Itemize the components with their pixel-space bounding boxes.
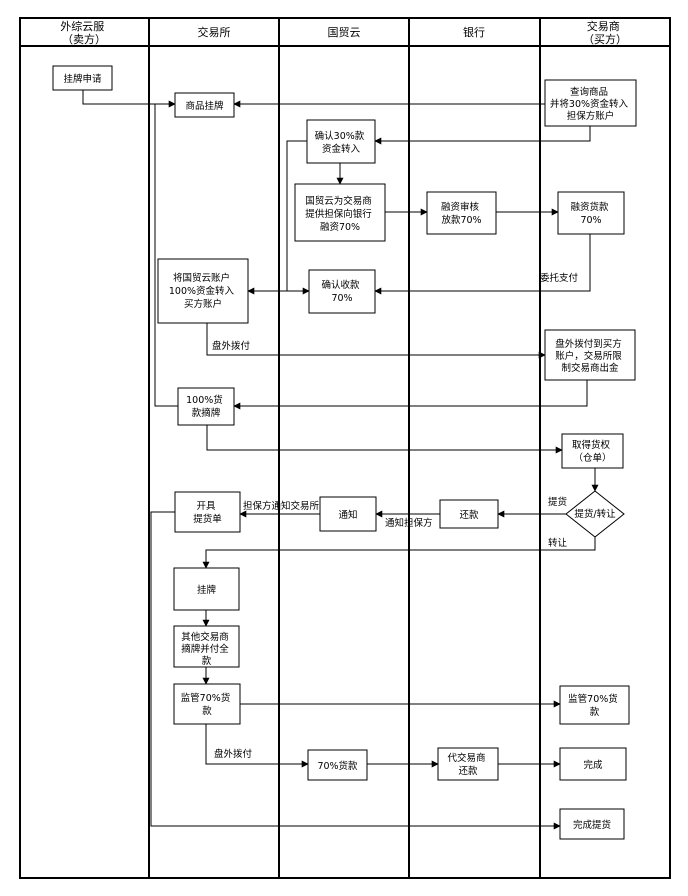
edge-pickup-to-done-pickup	[150, 511, 561, 830]
node-complete[interactable]: 完成	[559, 747, 627, 781]
svg-text:还款: 还款	[459, 509, 479, 521]
node-confirm-30[interactable]: 确认30%款 资金转入	[306, 119, 376, 164]
node-transfer-100[interactable]: 将国贸云账户 100%资金转入 买方账户	[157, 258, 249, 324]
edge-label-pickup: 提货	[548, 496, 567, 508]
swimlane-frame	[19, 17, 671, 879]
edge-transfer-to-offline	[206, 323, 546, 359]
node-bank-repay[interactable]: 代交易商 还款	[437, 747, 499, 781]
svg-text:盘外拨付到买方 账户，交易所限: 盘外拨付到买方 账户，交易所限 制交易商出金	[555, 338, 625, 374]
node-goods-listing[interactable]: 商品挂牌	[174, 92, 235, 118]
svg-text:挂牌: 挂牌	[197, 584, 217, 596]
connectors	[82, 90, 599, 830]
lane-header-guotrade: 国贸云	[328, 26, 361, 39]
edge-label-notify-exchange: 担保方通知交易所	[243, 500, 320, 512]
lane-headers: 外综云服 （卖方） 交易所 国贸云 银行 交易商 （买方）	[60, 19, 627, 46]
edge-decision-to-relist	[202, 536, 596, 569]
node-pickup-transfer-decision[interactable]: 提货/转让	[565, 490, 625, 538]
edge-labels: 委托支付 盘外拨付 提货 转让 担保方通知交易所 通知担保方 盘外拨付	[212, 272, 579, 760]
svg-text:70%货款: 70%货款	[317, 760, 358, 772]
edge-label-offline-pay: 盘外拨付	[212, 340, 251, 352]
edge-label-transfer: 转让	[548, 537, 568, 549]
node-query-goods[interactable]: 查询商品 并将30%资金转入 担保方账户	[544, 79, 637, 127]
svg-text:将国贸云账户 100%资金转入: 将国贸云账户 100%资金转入 买方账户	[169, 272, 237, 310]
node-guarantee-financing[interactable]: 国贸云为交易商 提供担保向银行 融资70%	[294, 183, 386, 242]
node-finance-payment[interactable]: 融资货款 70%	[557, 191, 625, 235]
edge-apply-to-list	[82, 90, 176, 108]
svg-text:融资审核 放款70%: 融资审核 放款70%	[441, 201, 482, 226]
frame-border	[19, 17, 671, 879]
node-notify[interactable]: 通知	[319, 496, 377, 532]
edge-label-entrust: 委托支付	[540, 272, 579, 284]
svg-text:完成: 完成	[583, 759, 603, 771]
svg-text:取得货权 （仓单）: 取得货权 （仓单）	[572, 439, 613, 464]
lane-header-buyer: 交易商 （买方）	[583, 19, 627, 46]
edge-offline-to-delist	[233, 380, 588, 410]
lane-header-exchange: 交易所	[198, 25, 231, 39]
svg-text:开具 提货单: 开具 提货单	[193, 501, 222, 525]
edge-delist-to-getright	[206, 425, 563, 454]
svg-text:通知: 通知	[338, 509, 357, 521]
node-issue-pickup-order[interactable]: 开具 提货单	[174, 491, 241, 533]
node-offline-pay-buyer[interactable]: 盘外拨付到买方 账户，交易所限 制交易商出金	[544, 329, 636, 381]
node-repay[interactable]: 还款	[439, 499, 499, 529]
svg-text:监管70%货 款: 监管70%货 款	[568, 693, 621, 718]
lane-header-seller: 外综云服 （卖方）	[60, 19, 108, 46]
edge-query-to-confirm30	[374, 126, 591, 145]
svg-text:监管70%货 款: 监管70%货 款	[181, 692, 234, 717]
svg-text:确认收款 70%: 确认收款 70%	[321, 279, 362, 304]
node-confirm-70[interactable]: 确认收款 70%	[308, 269, 376, 314]
nodes: 挂牌申请 商品挂牌 查询商品 并将30%资金转入 担保方账户 确认30%款 资金…	[52, 65, 637, 840]
edge-label-offline-pay-2: 盘外拨付	[214, 748, 253, 760]
svg-text:确认30%款 资金转入: 确认30%款 资金转入	[315, 130, 368, 155]
node-supervise-70-buyer[interactable]: 监管70%货 款	[559, 685, 630, 725]
node-delist-100[interactable]: 100%货 款摘牌	[177, 387, 235, 426]
lane-header-bank: 银行	[463, 25, 485, 39]
edge-label-notify-guarantor: 通知担保方	[385, 517, 433, 529]
node-listing-apply[interactable]: 挂牌申请	[52, 65, 113, 91]
node-pay-70[interactable]: 70%货款	[307, 749, 368, 781]
edge-list-to-delist	[154, 103, 178, 407]
svg-text:国贸云为交易商 提供担保向银行: 国贸云为交易商 提供担保向银行 融资70%	[305, 195, 375, 233]
svg-text:商品挂牌: 商品挂牌	[185, 100, 224, 112]
svg-text:100%货 款摘牌: 100%货 款摘牌	[186, 394, 226, 419]
svg-text:融资货款 70%: 融资货款 70%	[570, 201, 611, 226]
node-complete-pickup[interactable]: 完成提货	[559, 808, 625, 840]
node-relist[interactable]: 挂牌	[173, 567, 240, 611]
svg-text:挂牌申请: 挂牌申请	[63, 73, 102, 85]
node-other-traders[interactable]: 其他交易商 摘牌并付全 款	[173, 625, 240, 668]
svg-text:代交易商 还款: 代交易商 还款	[447, 752, 488, 777]
edge-supervise-to-pay70	[205, 724, 309, 768]
node-supervise-70-exchange[interactable]: 监管70%货 款	[173, 683, 241, 725]
svg-text:提货/转让: 提货/转让	[574, 508, 616, 520]
svg-text:完成提货: 完成提货	[573, 819, 611, 831]
svg-text:其他交易商 摘牌并付全 款: 其他交易商 摘牌并付全 款	[181, 631, 232, 667]
edge-finance-to-confirm70	[374, 234, 591, 295]
node-bank-loan[interactable]: 融资审核 放款70%	[426, 191, 497, 235]
node-get-title[interactable]: 取得货权 （仓单）	[561, 433, 624, 469]
edge-confirm30-to-confirm70	[286, 140, 310, 295]
svg-text:查询商品 并将30%资金转入: 查询商品 并将30%资金转入 担保方账户	[550, 86, 631, 122]
